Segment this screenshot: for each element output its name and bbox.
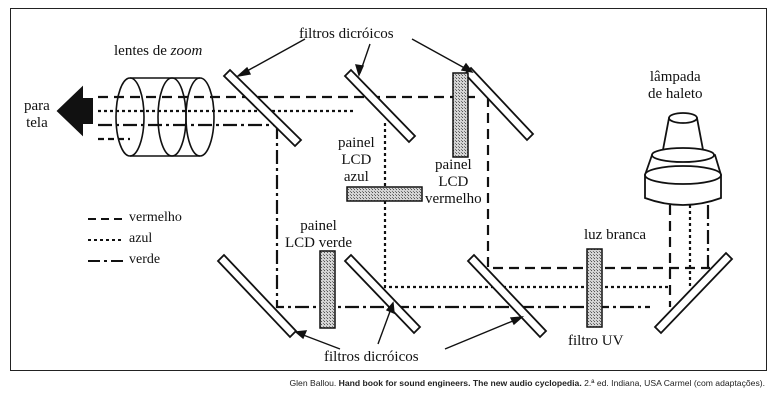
uv-filter [586,248,603,328]
mirror-top-3 [463,66,535,142]
legend-blue: azul [129,231,153,246]
dichroic-mirrors [216,66,734,339]
mirror-bottom-1 [216,253,298,339]
lcd-panel-red [452,72,469,158]
legend-red: vermelho [129,210,182,225]
mirror-bottom-3 [466,253,548,339]
lcd-panel-blue [346,186,423,202]
dichroic-filters-bottom-label: filtros dicróicos [324,349,419,365]
mirror-top-1 [222,68,303,148]
internal-beam-paths [275,97,710,309]
mirror-bottom-4 [653,251,734,335]
uv-filter-label: filtro UV [568,333,624,349]
dichroic-filters-top-label: filtros dicróicos [299,26,394,42]
zoom-lenses [115,77,215,157]
halide-lamp [644,112,722,206]
legend-green: verde [129,252,161,267]
diagram-frame [10,8,767,371]
source-caption: Glen Ballou. Hand book for sound enginee… [289,378,765,388]
zoom-lenses-label: lentes de zoom [114,43,203,59]
legend-lines [88,218,124,262]
mirror-bottom-2 [343,253,422,335]
mirror-top-2 [343,68,417,144]
top-beam-paths [98,95,475,141]
lcd-panel-green [319,250,336,329]
output-arrow-icon [56,85,93,137]
callout-arrows [235,38,525,350]
white-light-label: luz branca [584,227,647,243]
